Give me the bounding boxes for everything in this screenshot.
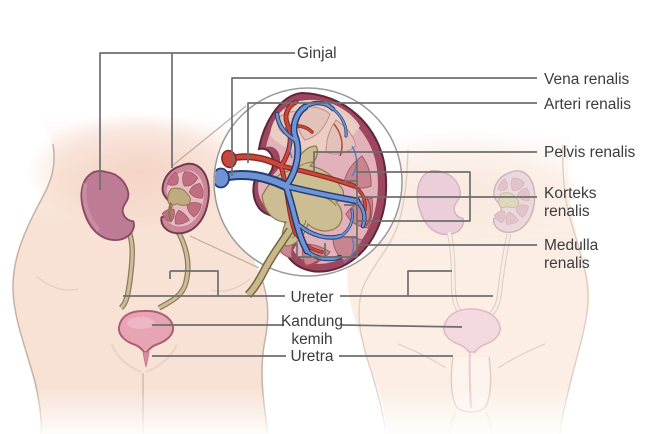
leader-ureter-right [340,270,493,297]
label-arteri-renalis: Arteri renalis [544,96,631,113]
leader-lines [99,52,537,357]
magnifier-cone-line-bottom [189,235,260,269]
female-hip-crease-left [35,275,79,291]
leader-korteks-bracket [357,171,537,222]
label-ureter: Ureter [290,289,333,306]
label-vena-renalis: Vena renalis [544,71,630,88]
female-ureter-left-inner [119,220,134,310]
label-medulla-renalis-line2: renalis [544,255,590,272]
female-groin-crease-left [110,343,142,374]
leader-arteri-renalis [247,102,537,163]
detail-cortical-vessels [289,123,372,267]
vein-stump [215,167,230,189]
male-ureter-right-inner [490,233,511,315]
female-organs [72,158,215,368]
label-medulla-renalis-line1: Medulla [544,237,599,254]
male-groin-crease-right [497,343,546,369]
female-urethra [142,351,150,368]
male-groin-crease-left [397,343,447,369]
label-pelvis-renalis: Pelvis renalis [544,144,636,161]
male-body-silhouette [347,130,590,434]
leader-ureter-left [123,270,285,297]
female-kidney-crosssection [154,158,215,239]
magnifier-cone-line-top [171,105,247,167]
label-kandung-kemih-line2: kemih [291,331,332,348]
female-ureter-right-inner [158,227,190,310]
label-korteks-renalis-line2: renalis [544,203,590,220]
detail-ureter-inner [246,228,293,297]
leader-medulla-comb [296,160,358,258]
leader-vena-renalis [231,77,537,176]
labels: Ginjal Vena renalis Arteri renalis Pelvi… [281,45,636,365]
female-groin-crease-right [145,343,179,374]
female-hip-crease-right [210,278,251,292]
female-renal-pelvis [167,187,191,206]
kidney-detail-inset [215,91,388,273]
leader-kandung-kemih-right [341,324,463,328]
female-bladder-highlight [127,317,155,329]
leader-pelvis-renalis [313,151,537,171]
label-kandung-kemih-line1: Kandung [281,313,343,330]
female-kidney-whole [72,162,143,249]
label-uretra: Uretra [290,348,333,365]
bottom-fade [0,388,650,434]
leader-ginjal [99,52,295,190]
label-ginjal: Ginjal [297,45,337,62]
label-korteks-renalis-line1: Korteks [544,185,597,202]
male-ureter-left-inner [447,231,461,313]
male-left-outline [358,149,409,434]
